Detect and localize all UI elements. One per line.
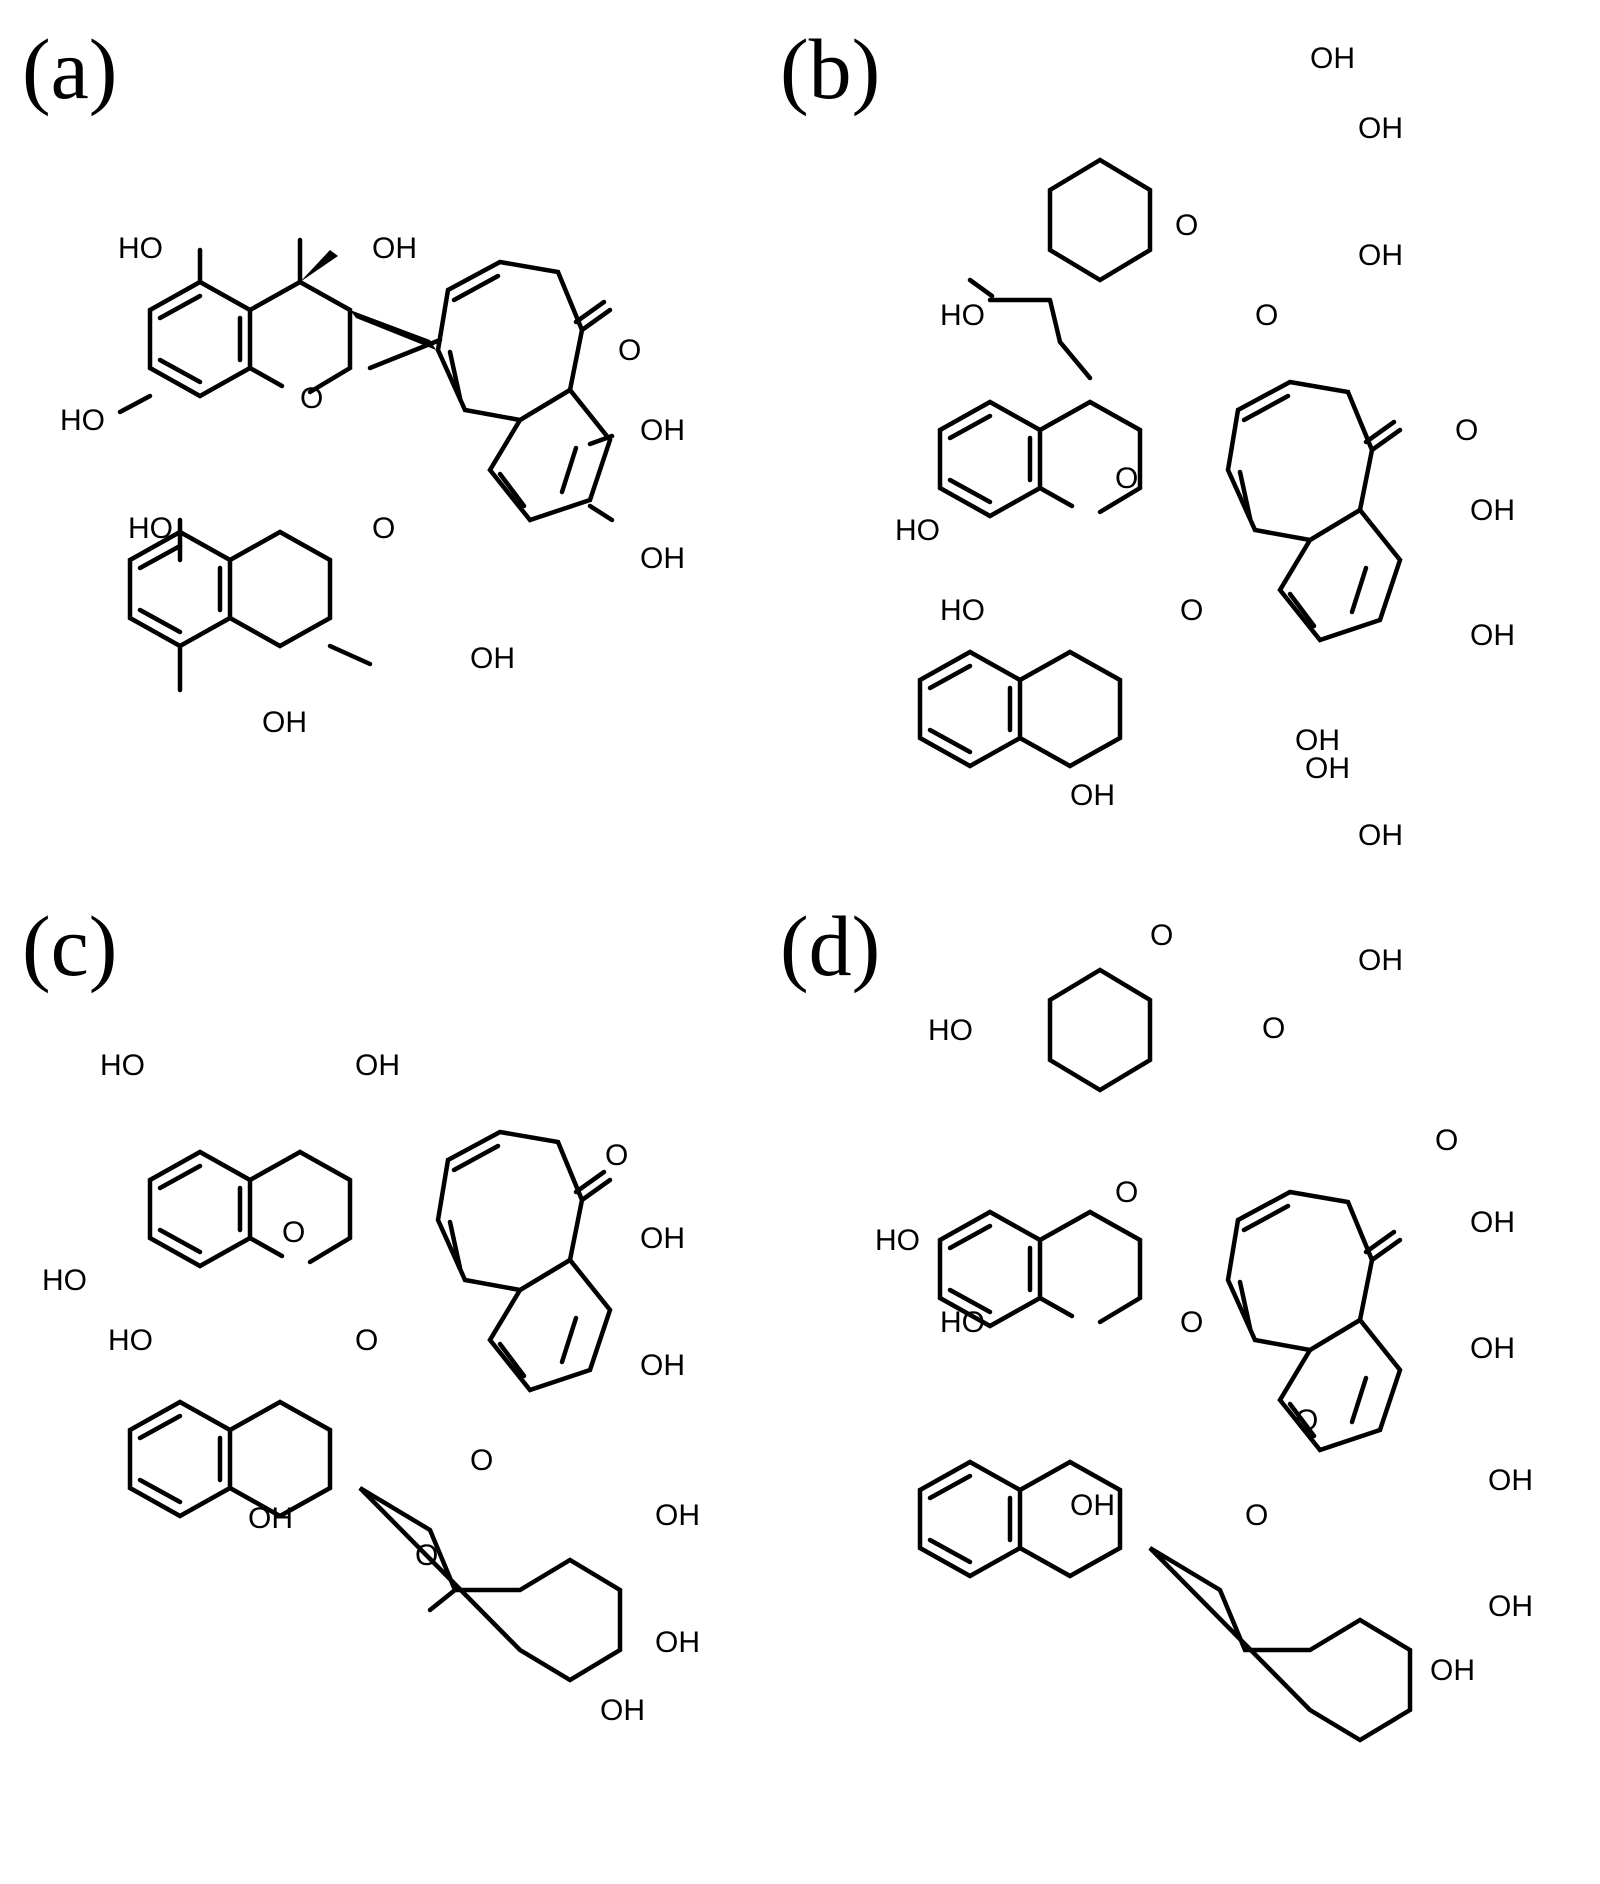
atom-c-oh-top: OH — [640, 1222, 685, 1255]
atom-d-g-oh3: OH — [1358, 944, 1403, 977]
atom-d-g2-o: O — [1295, 1404, 1318, 1437]
atom-d-b-ho7: HO — [940, 1306, 985, 1339]
atom-b-ho7: HO — [128, 512, 173, 545]
atom-b-b-oh3: OH — [1295, 724, 1340, 757]
atom-c-g-oh1: OH — [655, 1499, 700, 1532]
atom-d-b-oh5: OH — [1070, 1489, 1115, 1522]
structure-d: OH OH OH O O HO HO O O OH OH HO OH O O O… — [875, 752, 1533, 1743]
structure-a: HO HO OH O O OH OH HO OH OH O — [60, 232, 685, 739]
atom-b-b-ho7: HO — [940, 594, 985, 627]
atom-c-o-ring: O — [282, 1216, 305, 1249]
atom-b-g-o: O — [1255, 299, 1278, 332]
atom-d-ho5: HO — [928, 1014, 973, 1047]
atom-d-o-carbonyl: O — [1435, 1124, 1458, 1157]
panel-label-d: (d) — [780, 898, 880, 994]
structure-b: OH OH OH O O HO HO O O OH OH HO OH OH O — [895, 42, 1515, 812]
atom-d-oh-mid: OH — [1470, 1332, 1515, 1365]
atom-c-oh-mid: OH — [640, 1349, 685, 1382]
atom-b-ho7: HO — [895, 514, 940, 547]
atom-b-g-oh3: OH — [1358, 239, 1403, 272]
structure-c: HO HO OH O O OH OH HO OH O O O OH OH OH — [42, 1049, 700, 1727]
atom-c-o-carbonyl: O — [605, 1139, 628, 1172]
atom-a-o-carbonyl: O — [618, 334, 641, 367]
panel-label-c: (c) — [22, 898, 117, 994]
atom-b-b-oh5: OH — [1070, 779, 1115, 812]
panel-label-b: (b) — [780, 21, 880, 117]
atom-d-g2-oh1: OH — [1488, 1464, 1533, 1497]
atom-a-oh-top: OH — [640, 414, 685, 447]
atom-b-g-co: O — [1175, 209, 1198, 242]
atom-c-oh3: OH — [355, 1049, 400, 1082]
atom-b-b-o-ring: O — [1180, 594, 1203, 627]
atom-d-ho7: HO — [875, 1224, 920, 1257]
atom-b-g-oh2: OH — [1358, 112, 1403, 145]
atom-c-g-o: O — [470, 1444, 493, 1477]
atom-d-g-oh1: OH — [1305, 752, 1350, 785]
atom-b-oh5: OH — [262, 706, 307, 739]
atom-d-g2-oh2: OH — [1488, 1590, 1533, 1623]
atom-c-b-ho7: HO — [108, 1324, 153, 1357]
atom-c-b-oh5: OH — [248, 1502, 293, 1535]
atom-d-b-o-ring: O — [1180, 1306, 1203, 1339]
atom-d-g2-oh3: OH — [1430, 1654, 1475, 1687]
atom-b-g-oh1: OH — [1310, 42, 1355, 75]
atom-b-oh-top: OH — [1470, 494, 1515, 527]
atom-b-oh3: OH — [470, 642, 515, 675]
atom-a-oh3: OH — [372, 232, 417, 265]
atom-a-o-ring: O — [300, 382, 323, 415]
atom-b-o-carbonyl: O — [1455, 414, 1478, 447]
atom-d-g2-co: O — [1245, 1499, 1268, 1532]
atom-d-o-ring: O — [1115, 1176, 1138, 1209]
atom-c-ho5: HO — [100, 1049, 145, 1082]
atom-d-g-o: O — [1262, 1012, 1285, 1045]
atom-b-oh-mid: OH — [1470, 619, 1515, 652]
atom-a-ho5: HO — [118, 232, 163, 265]
atom-d-oh-top: OH — [1470, 1206, 1515, 1239]
atom-b-ho5: HO — [940, 299, 985, 332]
atom-d-g-oh2: OH — [1358, 819, 1403, 852]
atom-b-o-ring: O — [1115, 462, 1138, 495]
atom-a-oh-mid: OH — [640, 542, 685, 575]
atom-c-g-co: O — [415, 1539, 438, 1572]
atom-c-b-o-ring: O — [355, 1324, 378, 1357]
atom-c-g-oh3: OH — [600, 1694, 645, 1727]
atom-b-o-ring: O — [372, 512, 395, 545]
atom-c-ho7: HO — [42, 1264, 87, 1297]
atom-c-g-oh2: OH — [655, 1626, 700, 1659]
atom-d-g-co: O — [1150, 919, 1173, 952]
panel-label-a: (a) — [22, 21, 117, 117]
atom-a-ho7: HO — [60, 404, 105, 437]
